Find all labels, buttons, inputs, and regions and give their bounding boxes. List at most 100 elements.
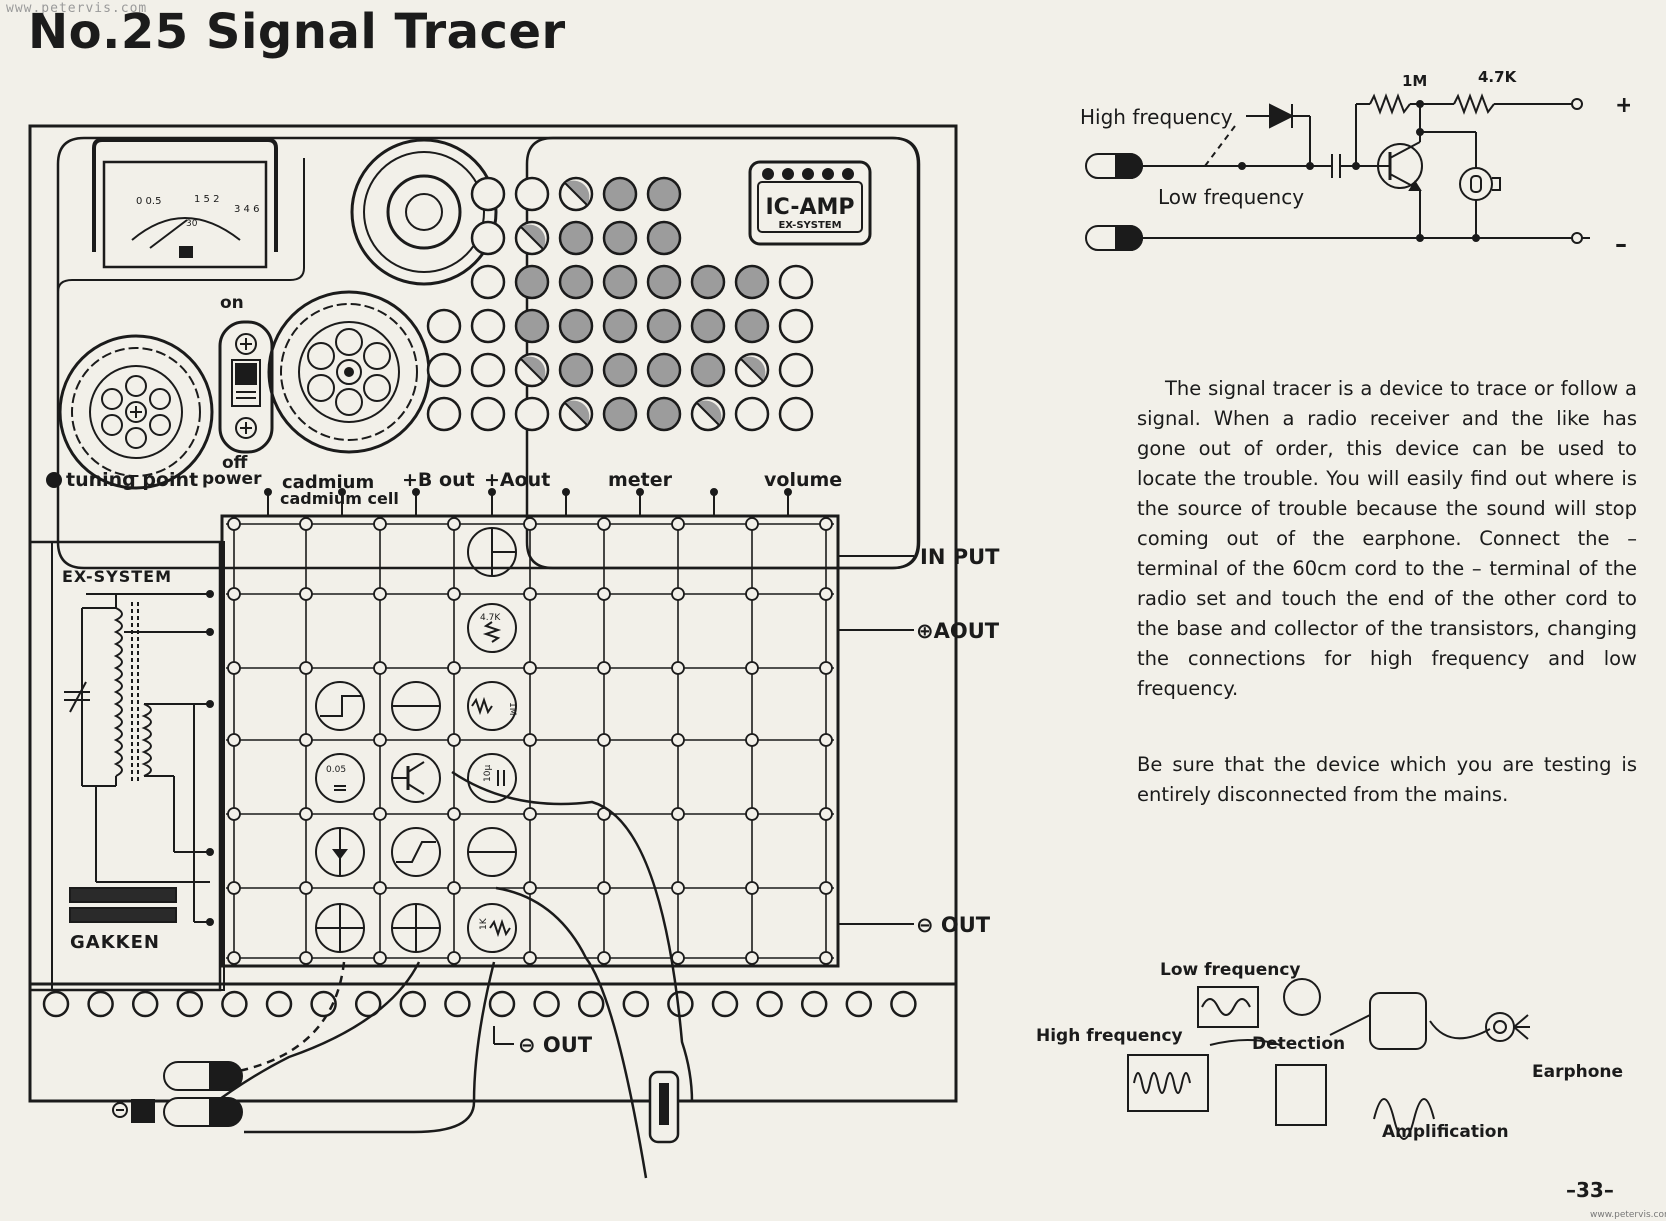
breadboard-hole (745, 587, 759, 601)
flow-earphone-label: Earphone (1532, 1062, 1623, 1082)
part-socket (778, 308, 814, 344)
part-socket (514, 176, 550, 212)
bottom-terminal (444, 990, 471, 1018)
volume-knob-icon (267, 290, 431, 454)
minus-terminal-label: – (1615, 230, 1627, 258)
component-wire (467, 827, 517, 877)
bottom-terminal (800, 990, 828, 1018)
bottom-terminal-row (42, 990, 917, 1018)
part-socket (734, 264, 770, 300)
bottom-terminal (131, 990, 159, 1018)
breadboard-hole (819, 807, 833, 821)
bottom-terminal (42, 990, 70, 1018)
breadboard-hole (447, 661, 461, 675)
top-terminal-pins (264, 488, 792, 516)
speaker-icon (350, 138, 498, 286)
breadboard-hole (745, 733, 759, 747)
breadboard-hole (597, 517, 611, 531)
part-socket (778, 264, 814, 300)
part-socket (690, 352, 726, 388)
probe-plug-icon (1085, 225, 1143, 251)
flow-low-frequency-label: Low frequency (1160, 960, 1301, 980)
power-switch[interactable] (218, 320, 274, 454)
svg-text:10µ: 10µ (483, 765, 493, 782)
power-on-label: on (220, 293, 244, 313)
part-socket (646, 176, 682, 212)
breadboard-hole (819, 661, 833, 675)
breadboard-hole (671, 517, 685, 531)
bottom-terminal (265, 990, 293, 1018)
probe-plug-icon (1085, 153, 1143, 179)
breadboard-hole (227, 951, 241, 965)
breadboard-hole (447, 881, 461, 895)
low-frequency-wave-icon (1197, 986, 1259, 1028)
bottom-terminal (756, 990, 783, 1018)
breadboard-hole (227, 807, 241, 821)
terminal-pin (488, 488, 496, 496)
bottom-terminal (533, 990, 560, 1018)
tuning-point-label: tuning point (66, 469, 198, 491)
breadboard-grid (226, 517, 834, 965)
terminal-pin (338, 488, 346, 496)
earphone-plug-icon (112, 1061, 243, 1127)
terminal-pin (412, 488, 420, 496)
resistor-1k-icon: 1K (467, 903, 517, 953)
breadboard-hole (227, 661, 241, 675)
part-socket (690, 264, 726, 300)
plus-terminal-label: + (1615, 93, 1630, 118)
bottom-terminal (354, 990, 382, 1018)
ic-amp-label: IC-AMP (765, 195, 854, 220)
component-switch-b (391, 827, 441, 877)
component-cross (391, 903, 441, 953)
svg-text:1M: 1M (507, 702, 517, 716)
breadboard-hole (299, 733, 313, 747)
detection-character-icon (1209, 978, 1327, 1126)
breadboard-hole (745, 807, 759, 821)
breadboard-hole (299, 807, 313, 821)
part-socket (734, 396, 770, 432)
breadboard (220, 514, 840, 968)
component-wire (391, 681, 441, 731)
breadboard-hole (373, 587, 387, 601)
breadboard-hole (447, 517, 461, 531)
svg-text:0 0.5: 0 0.5 (136, 196, 161, 207)
breadboard-hole (523, 733, 537, 747)
power-off-label: off (222, 453, 248, 473)
svg-text:3 4 6: 3 4 6 (234, 204, 259, 215)
breadboard-hole (745, 661, 759, 675)
part-socket (646, 352, 682, 388)
breadboard-hole (373, 881, 387, 895)
ex-system-label: EX-SYSTEM (62, 567, 172, 586)
gakken-label: GAKKEN (70, 932, 160, 953)
coil-icon (64, 590, 214, 926)
terminal-pin (784, 488, 792, 496)
a-out-side-label: ⊕AOUT (916, 619, 1000, 643)
resistor-1m-icon: 1M (467, 681, 517, 731)
resistor-47k-icon (1453, 93, 1495, 115)
svg-text:30: 30 (186, 219, 198, 229)
breadboard-hole (597, 881, 611, 895)
diode-icon (315, 827, 365, 877)
breadboard-hole (447, 587, 461, 601)
part-socket (646, 264, 682, 300)
part-socket (602, 308, 638, 344)
breadboard-hole (819, 517, 833, 531)
terminal-pin (636, 488, 644, 496)
bottom-terminal (176, 990, 204, 1018)
earphone-icon (1485, 1012, 1530, 1042)
gakken-stripe (69, 907, 177, 923)
breadboard-hole (671, 807, 685, 821)
meter-icon: 0 0.5 1 5 2 3 4 6 30 (92, 138, 278, 269)
breadboard-hole (373, 951, 387, 965)
breadboard-hole (671, 587, 685, 601)
part-socket (514, 308, 550, 344)
page-title: No.25 Signal Tracer (28, 4, 566, 60)
part-socket (426, 352, 462, 388)
out-side-label: ⊖ OUT (916, 913, 991, 937)
part-socket (690, 308, 726, 344)
alligator-clip-icon (648, 1070, 680, 1144)
breadboard-hole (447, 733, 461, 747)
resistor-1m-label: 1M (1402, 72, 1427, 90)
flow-high-frequency-label: High frequency (1036, 1026, 1183, 1046)
flow-amplification-label: Amplification (1382, 1122, 1509, 1142)
